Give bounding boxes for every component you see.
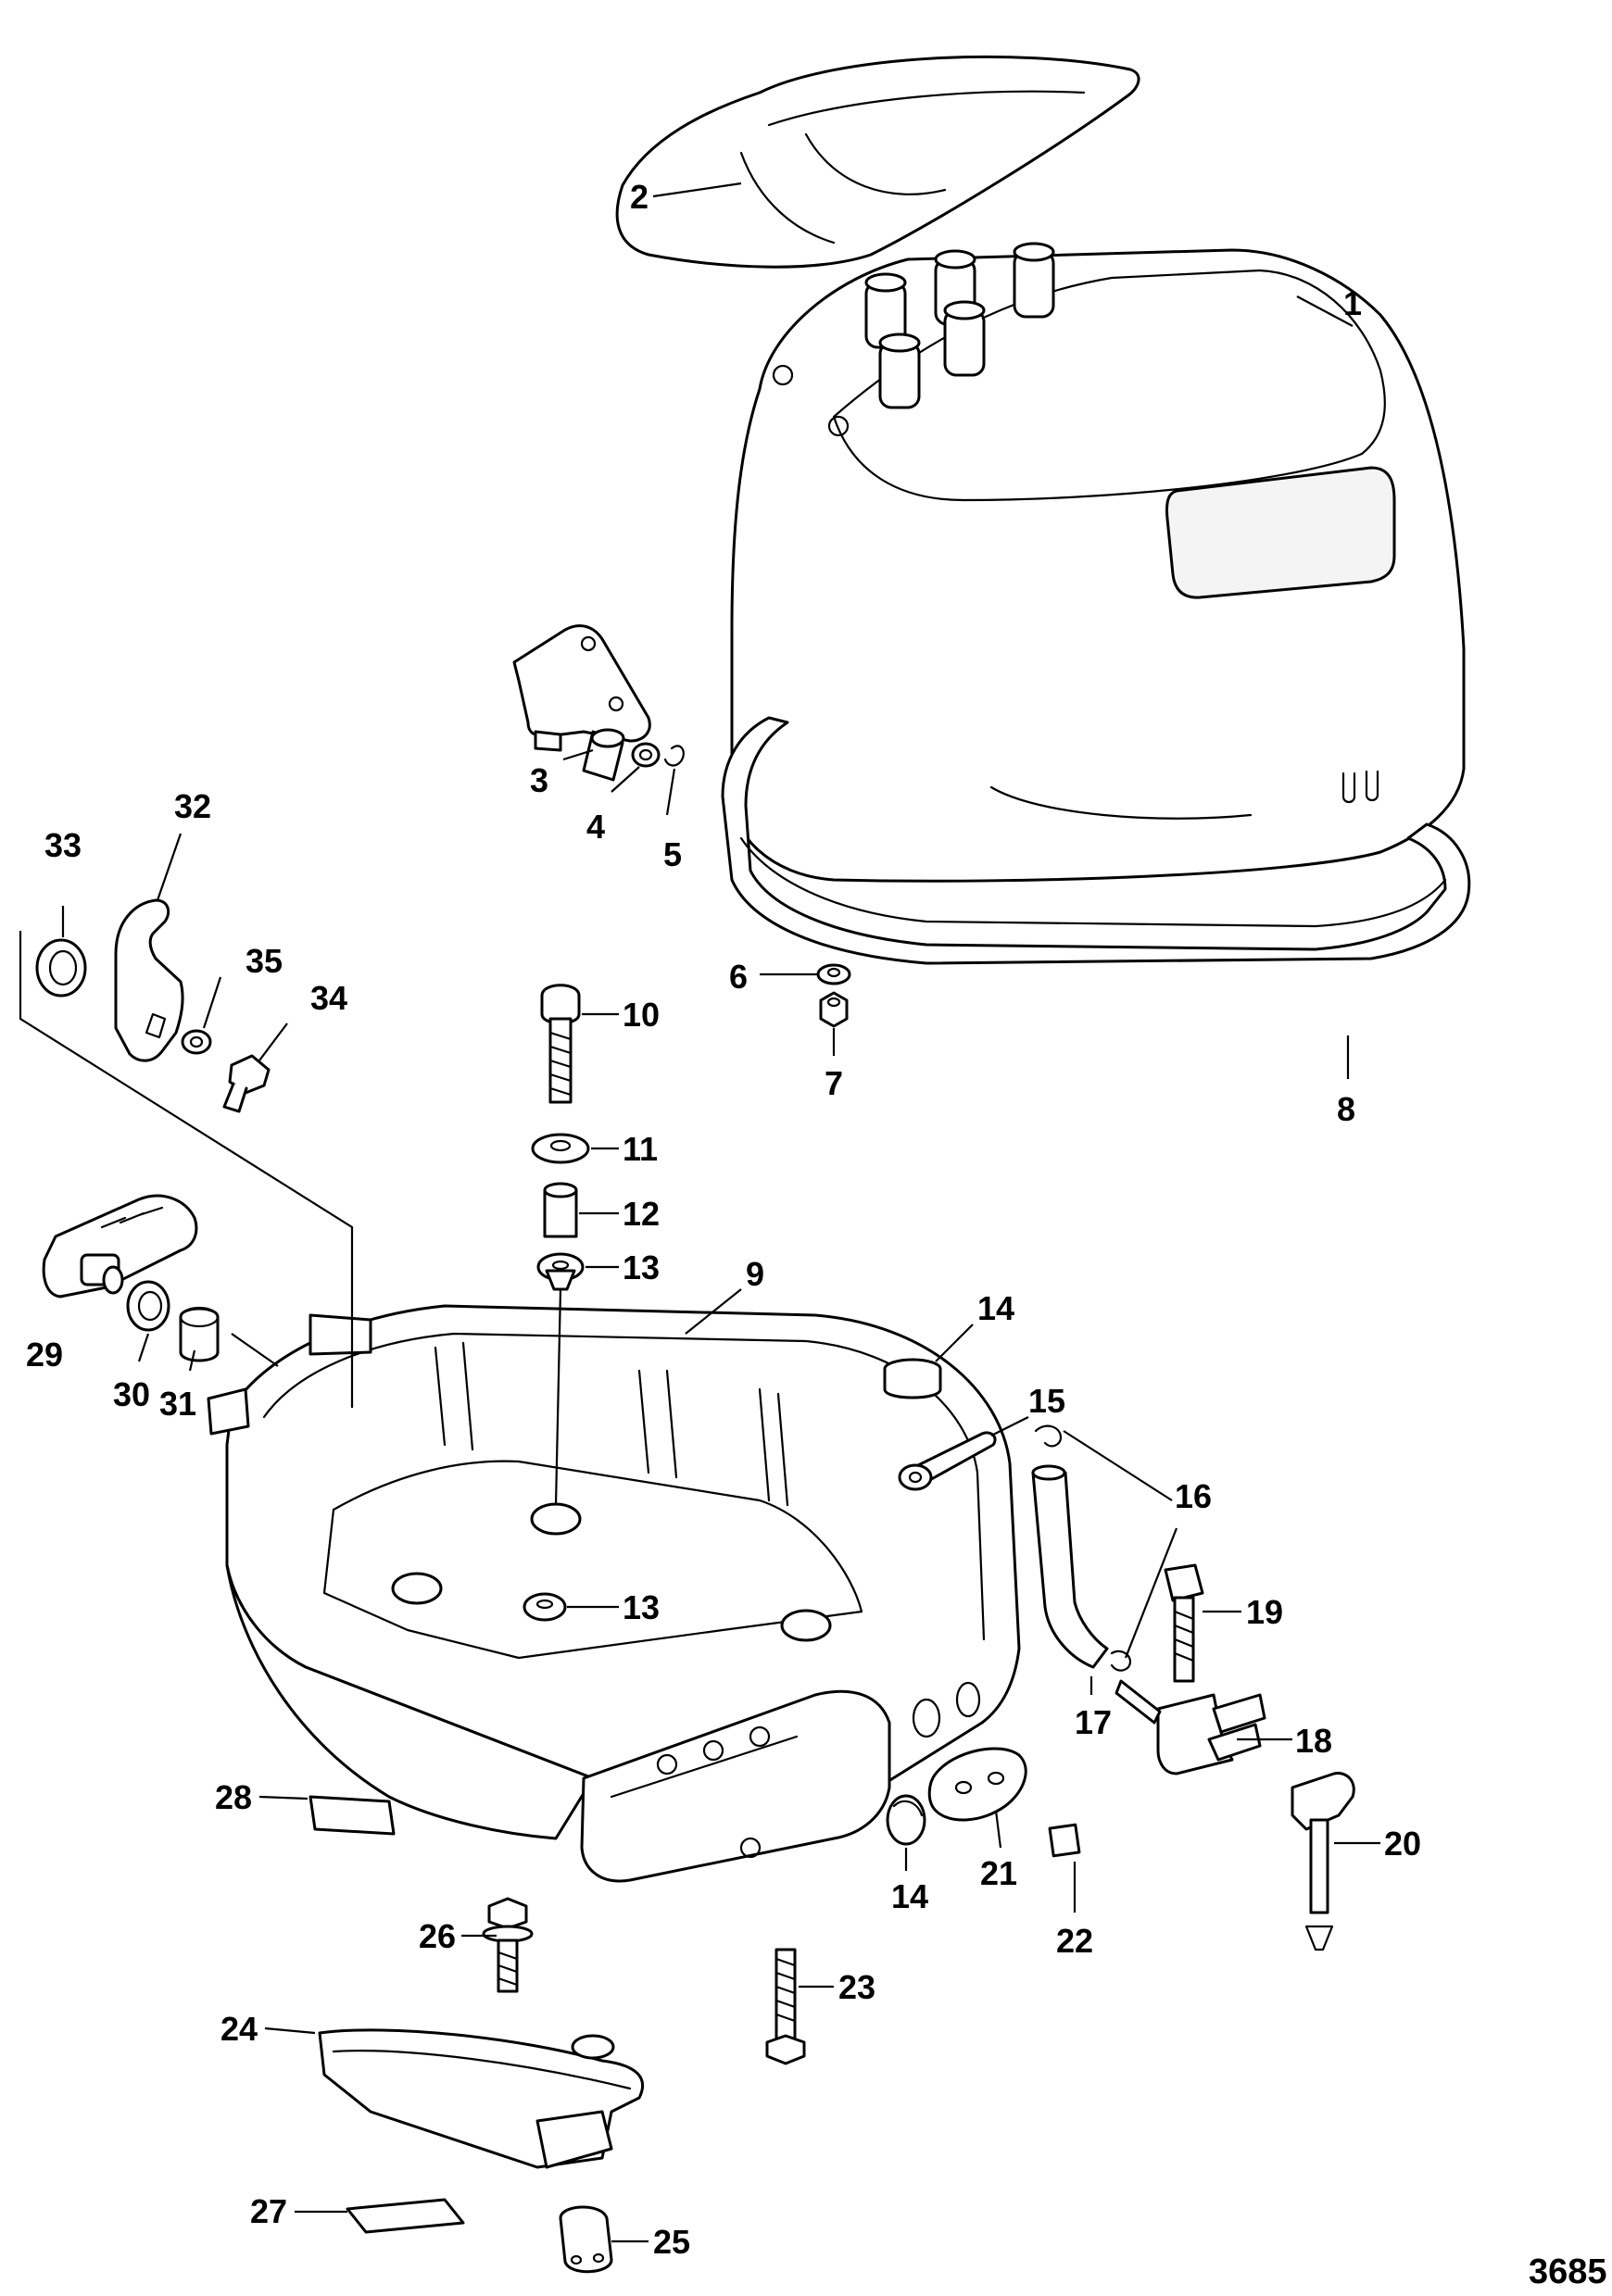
callout-7: 7 xyxy=(825,1064,843,1102)
callout-15: 15 xyxy=(1028,1382,1065,1420)
callout-31: 31 xyxy=(159,1385,196,1423)
part-hose-clips-16 xyxy=(1034,1424,1131,1672)
part-fuel-hose-17 xyxy=(1031,1464,1109,1669)
callout-labels: 1 2 3 4 5 6 7 8 9 10 11 12 13 13 14 14 1… xyxy=(26,178,1421,2261)
part-screw-34 xyxy=(222,1054,271,1113)
part-grommet-13-top xyxy=(536,1252,585,1291)
callout-33: 33 xyxy=(44,826,82,864)
callout-28: 28 xyxy=(215,1778,252,1816)
latch-leader-line xyxy=(19,931,354,1408)
callout-13-top: 13 xyxy=(623,1248,660,1286)
part-washer-35 xyxy=(181,1029,212,1055)
part-latch-hook-32 xyxy=(114,898,184,1062)
callout-27: 27 xyxy=(250,2192,287,2230)
part-nut-7 xyxy=(819,991,849,1028)
callout-14-bottom: 14 xyxy=(891,1877,928,1915)
part-bottom-cowl xyxy=(207,1304,1021,1883)
part-side-mount-24 xyxy=(318,2028,645,2169)
part-cowl-cap xyxy=(615,55,1140,269)
part-top-cowl xyxy=(730,242,1466,883)
part-grommet-13-bottom xyxy=(523,1592,567,1622)
part-bushing-31 xyxy=(179,1306,220,1362)
callout-26: 26 xyxy=(419,1917,456,1955)
part-plug-14-bottom xyxy=(886,1794,926,1846)
part-handle-29 xyxy=(42,1194,198,1299)
callout-9: 9 xyxy=(746,1255,764,1293)
part-sleeve xyxy=(582,728,625,782)
callout-22: 22 xyxy=(1056,1922,1093,1960)
part-washer-11 xyxy=(531,1133,590,1164)
part-label-22 xyxy=(1048,1823,1081,1858)
leader-lines xyxy=(57,182,1380,2243)
part-fuel-connector-18 xyxy=(1115,1679,1266,1775)
part-cowl-latch-bracket xyxy=(512,624,651,752)
figure-number: 3685 xyxy=(1529,2252,1607,2291)
part-label-28 xyxy=(309,1795,396,1836)
callout-8: 8 xyxy=(1337,1090,1355,1128)
part-seal-33 xyxy=(35,938,87,997)
part-spacer-12 xyxy=(543,1182,578,1238)
callout-3: 3 xyxy=(530,761,548,799)
part-bolt-19 xyxy=(1164,1563,1204,1683)
callout-12: 12 xyxy=(623,1195,660,1233)
callout-17: 17 xyxy=(1075,1703,1112,1741)
callout-24: 24 xyxy=(220,2010,258,2048)
part-decal-27 xyxy=(346,2198,465,2234)
callout-32: 32 xyxy=(174,787,211,825)
callout-25: 25 xyxy=(653,2223,690,2261)
callout-35: 35 xyxy=(246,942,283,980)
callout-13-bottom: 13 xyxy=(623,1588,660,1626)
callout-10: 10 xyxy=(623,996,660,1034)
part-seal-30 xyxy=(126,1280,170,1332)
part-grommet-21 xyxy=(927,1747,1027,1822)
callout-5: 5 xyxy=(663,835,682,873)
part-bolt-10 xyxy=(540,984,581,1104)
part-plug-14-top xyxy=(883,1358,942,1399)
callout-6: 6 xyxy=(729,958,748,996)
part-e-clip xyxy=(663,745,685,767)
callout-34: 34 xyxy=(310,979,347,1017)
part-washer xyxy=(631,742,661,768)
callout-2: 2 xyxy=(630,178,649,216)
callout-30: 30 xyxy=(113,1375,150,1413)
part-washer-6 xyxy=(816,963,851,985)
handle-leader-line xyxy=(231,1333,279,1367)
callout-23: 23 xyxy=(838,1968,875,2006)
callout-21: 21 xyxy=(980,1854,1017,1892)
callout-4: 4 xyxy=(586,808,605,846)
callout-18: 18 xyxy=(1295,1722,1332,1760)
part-bolt-26 xyxy=(482,1897,534,1993)
callout-19: 19 xyxy=(1246,1593,1283,1631)
callout-29: 29 xyxy=(26,1336,63,1374)
part-bolt-23 xyxy=(765,1948,806,2065)
part-drain-tube-20 xyxy=(1291,1772,1355,1951)
mount-axis-line xyxy=(554,1288,562,1506)
part-cowl-seal xyxy=(721,716,1471,965)
callout-20: 20 xyxy=(1384,1825,1421,1863)
callout-11: 11 xyxy=(623,1130,658,1168)
callout-1: 1 xyxy=(1343,284,1362,322)
callout-14-top: 14 xyxy=(977,1289,1014,1327)
part-pad-25 xyxy=(559,2205,613,2274)
callout-16: 16 xyxy=(1175,1477,1212,1515)
